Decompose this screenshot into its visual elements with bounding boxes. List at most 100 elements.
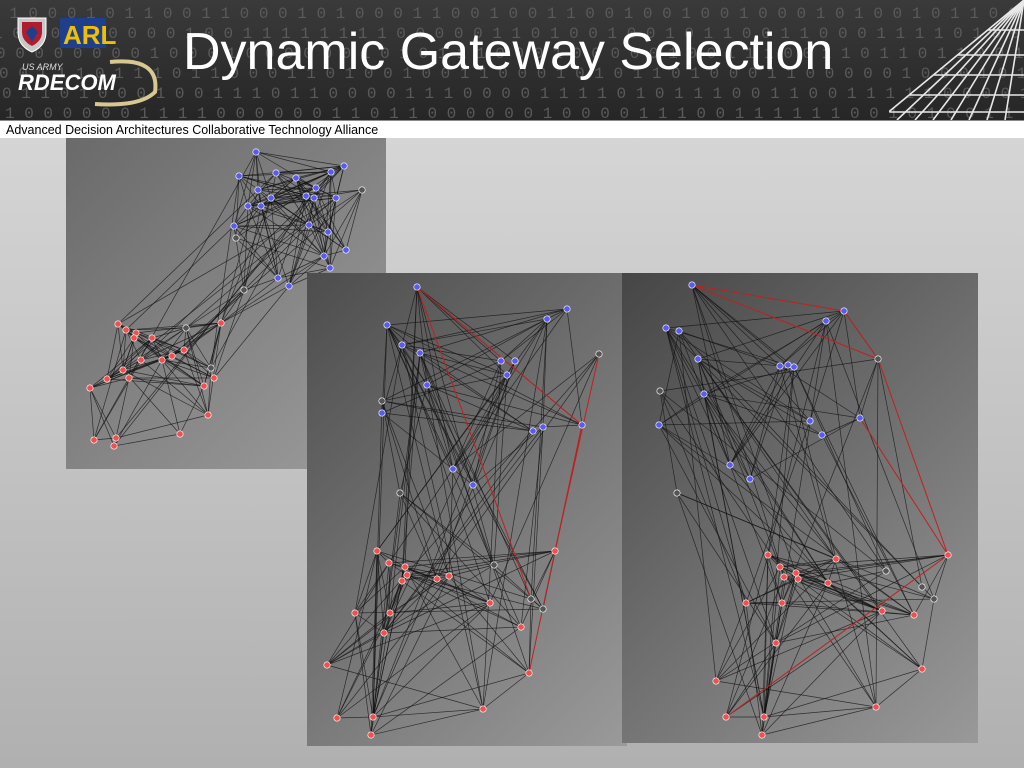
graph-node: [712, 677, 720, 685]
graph-edge: [313, 189, 363, 199]
graph-edge: [500, 308, 568, 362]
graph-edge: [288, 197, 337, 287]
graph-edge: [797, 578, 883, 612]
graph-edge: [247, 205, 325, 257]
svg-text:0 1 0 0 0 1 0 1 1 0 0 1 1 0 0: 0 1 0 0 0 1 0 1 1 0 0 1 1 0 0 0 1 0 1 0 …: [0, 5, 1024, 23]
graph-edge: [875, 358, 879, 708]
graph-edge: [117, 197, 337, 325]
graph-edge: [288, 224, 310, 287]
graph-edge: [308, 224, 347, 251]
graph-node: [240, 286, 248, 294]
graph-edge: [135, 332, 185, 351]
graph-edge: [426, 384, 484, 710]
graph-edge: [161, 359, 181, 435]
graph-node: [401, 563, 409, 571]
graph-edge: [122, 329, 127, 371]
graph-edge: [161, 359, 212, 369]
graph-node: [110, 442, 118, 450]
graph-node: [358, 186, 366, 194]
graph-edge: [381, 412, 534, 432]
gateway-edge: [691, 284, 879, 360]
graph-edge: [386, 324, 450, 577]
graph-node: [449, 465, 457, 473]
graph-edge: [665, 310, 845, 329]
graph-edge: [243, 197, 272, 291]
graph-node: [776, 362, 784, 370]
graph-node: [794, 575, 802, 583]
graph-edge: [326, 632, 385, 666]
graph-edge: [247, 172, 277, 207]
graph-edge: [372, 602, 491, 718]
graph-node: [207, 364, 215, 372]
graph-edge: [401, 550, 556, 582]
logo-group: ARL US ARMY RDECOM: [17, 17, 158, 107]
graph-edge: [419, 352, 534, 432]
svg-text:0 1 1 0 1 0 0 0 1 0 0 1 1 1 0: 0 1 1 0 1 0 0 0 1 0 0 1 1 1 0 1 1 0 0 0 …: [2, 85, 1024, 103]
graph-edge: [383, 578, 438, 634]
graph-edge: [336, 602, 491, 719]
graph-node: [872, 703, 880, 711]
graph-node: [760, 713, 768, 721]
graph-node: [204, 411, 212, 419]
graph-node: [386, 609, 394, 617]
graph-edge: [835, 558, 915, 616]
graph-node: [252, 148, 260, 156]
graph-edge: [500, 318, 548, 362]
graph-edge: [715, 680, 877, 708]
graph-edge: [106, 323, 119, 380]
graph-node: [373, 547, 381, 555]
graph-node: [235, 172, 243, 180]
graph-edge: [233, 187, 317, 227]
graph-edge: [389, 580, 403, 614]
graph-node: [168, 352, 176, 360]
subtitle: Advanced Decision Architectures Collabor…: [6, 123, 379, 137]
graph-edge: [179, 385, 205, 435]
graph-edge: [520, 550, 556, 628]
graph-edge: [795, 572, 877, 708]
graph-node: [792, 569, 800, 577]
graph-edge: [171, 322, 222, 357]
graph-edge: [125, 322, 222, 331]
graph-edge: [658, 330, 680, 426]
graph-edge: [270, 197, 325, 257]
graph-edge: [354, 344, 403, 614]
graph-node: [780, 573, 788, 581]
graph-edge: [115, 414, 209, 439]
graph-edge: [372, 324, 388, 718]
graph-edge: [658, 424, 751, 480]
graph-edge: [376, 550, 391, 614]
graph-edge: [388, 550, 556, 564]
graph-edge: [207, 322, 222, 416]
graph-edge: [827, 570, 887, 584]
graph-edge: [775, 554, 949, 644]
graph-edge: [336, 550, 378, 719]
graph-edge: [125, 329, 142, 361]
graph-edge: [161, 327, 187, 361]
subtitle-bar: Advanced Decision Architectures Collabor…: [0, 120, 1024, 139]
graph-edge: [827, 582, 923, 670]
graph-edge: [315, 165, 345, 189]
graph-edge: [354, 468, 454, 614]
graph-edge: [233, 151, 257, 227]
graph-node: [423, 381, 431, 389]
graph-edge: [725, 610, 883, 718]
graph-node: [784, 361, 792, 369]
graph-node: [527, 595, 535, 603]
graph-edge: [330, 171, 337, 199]
graph-edge: [372, 672, 530, 718]
graph-edge: [401, 308, 568, 346]
graph-node: [367, 731, 375, 739]
graph-edge: [779, 558, 837, 568]
graph-node: [910, 611, 918, 619]
graph-edge: [220, 255, 325, 324]
graph-edge: [122, 337, 153, 371]
graph-edge: [783, 576, 883, 612]
graph-edge: [697, 358, 811, 422]
graph-node: [525, 669, 533, 677]
graph-node: [726, 461, 734, 469]
graph-node: [742, 599, 750, 607]
graph-edge: [678, 330, 781, 367]
graph-edge: [370, 492, 401, 736]
graph-node: [180, 346, 188, 354]
graph-edge: [763, 572, 797, 718]
